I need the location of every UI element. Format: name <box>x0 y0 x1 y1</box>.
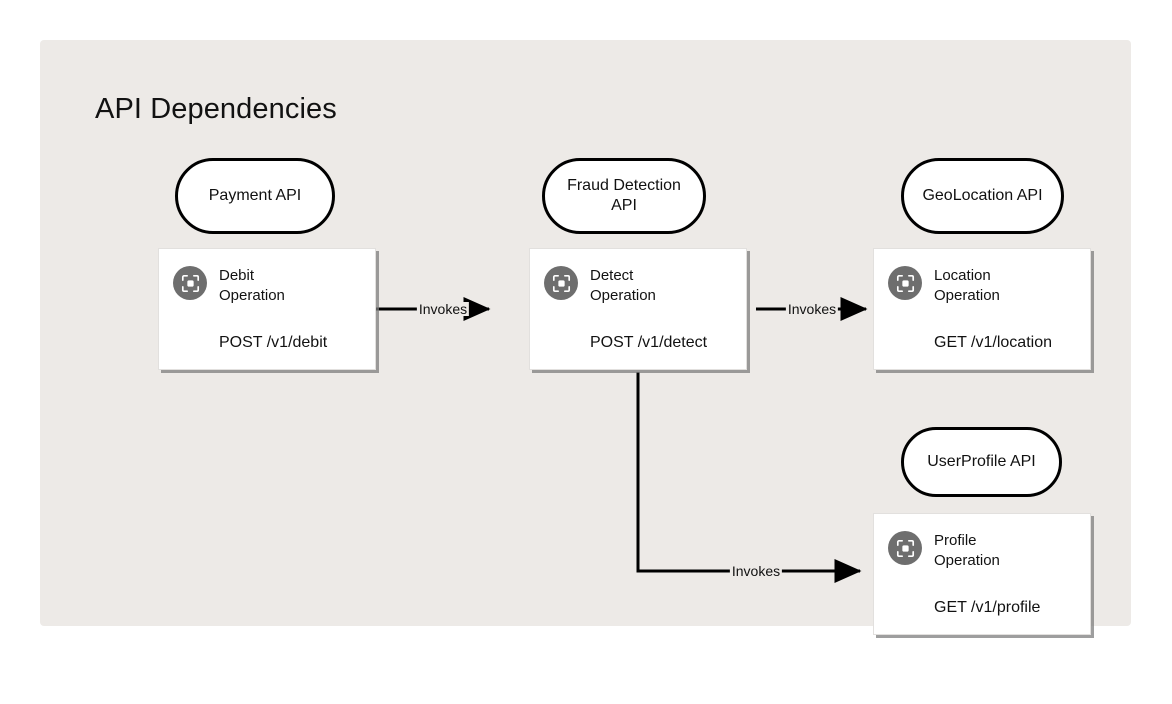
api-pill-payment[interactable]: Payment API <box>175 158 335 234</box>
api-pill-geolocation[interactable]: GeoLocation API <box>901 158 1064 234</box>
scan-operation-icon <box>888 266 922 300</box>
edge-label-payment-to-fraud: Invokes <box>416 301 470 317</box>
operation-card-geolocation[interactable]: Location Operation GET /v1/location <box>873 248 1091 370</box>
operation-card-userprofile[interactable]: Profile Operation GET /v1/profile <box>873 513 1091 635</box>
edge-label-fraud-to-geolocation: Invokes <box>785 301 839 317</box>
operation-method-path: GET /v1/location <box>934 334 1052 351</box>
operation-method-path: POST /v1/detect <box>590 334 708 351</box>
operation-card-payment[interactable]: Debit Operation POST /v1/debit <box>158 248 376 370</box>
scan-operation-icon <box>888 531 922 565</box>
edge-label-fraud-to-userprofile: Invokes <box>729 563 783 579</box>
scan-operation-icon <box>173 266 207 300</box>
operation-name: Debit Operation <box>219 267 285 304</box>
operation-card-fraud[interactable]: Detect Operation POST /v1/detect <box>529 248 747 370</box>
operation-name: Profile Operation <box>934 532 1000 569</box>
operation-header: Location Operation <box>888 265 1000 306</box>
operation-name: Detect Operation <box>590 267 656 304</box>
edge-fraud-to-userprofile <box>636 372 862 583</box>
operation-header: Profile Operation <box>888 530 1000 571</box>
diagram-panel: API Dependencies Invokes Invokes Invokes… <box>40 40 1131 635</box>
operation-header: Debit Operation <box>173 265 285 306</box>
scan-operation-icon <box>544 266 578 300</box>
operation-header: Detect Operation <box>544 265 656 306</box>
api-pill-fraud[interactable]: Fraud Detection API <box>542 158 706 234</box>
api-pill-userprofile[interactable]: UserProfile API <box>901 427 1062 497</box>
operation-method-path: GET /v1/profile <box>934 599 1041 616</box>
operation-method-path: POST /v1/debit <box>219 334 328 351</box>
operation-name: Location Operation <box>934 267 1000 304</box>
page-title: API Dependencies <box>95 93 337 125</box>
